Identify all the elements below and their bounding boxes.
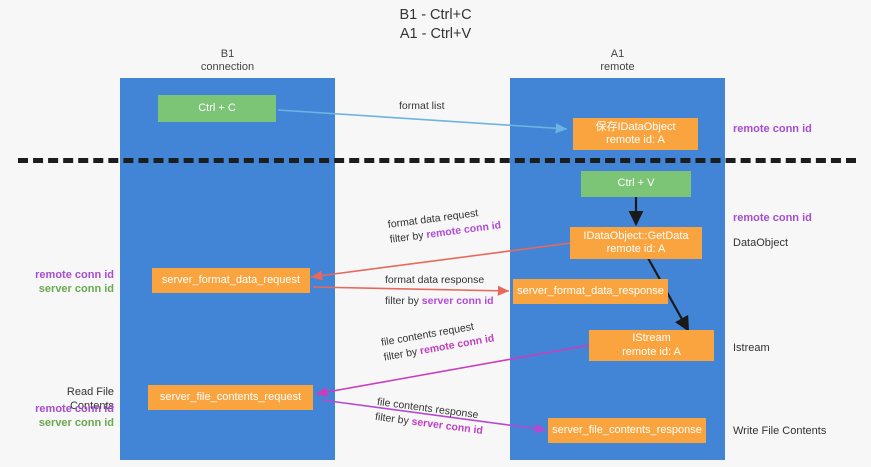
edge-label-format-data-request-prefix: filter by (389, 229, 428, 246)
annotation-right-top-conn: remote conn id (733, 123, 812, 135)
edge-label-format-data-response-line1: format data response (385, 274, 485, 286)
node-idataobject-line2: remote id: A (606, 134, 665, 146)
annotation-left-conn-ids-2: remote conn id server conn id (22, 402, 114, 430)
swimlane-header-a1: A1 remote (540, 48, 695, 74)
edge-label-file-contents-response-prefix: filter by (374, 410, 413, 428)
node-server-file-contents-request-label: server_file_contents_request (159, 390, 302, 403)
edge-label-format-data-response-prefix: filter by (385, 295, 422, 307)
node-istream[interactable]: IStream remote id: A (589, 330, 714, 361)
page-title: B1 - Ctrl+C A1 - Ctrl+V (0, 6, 871, 44)
swimlane-b1-sub: connection (200, 61, 255, 73)
edge-label-format-data-response-key: server conn id (421, 295, 494, 307)
edge-label-format-list-text: format list (399, 100, 445, 112)
node-server-file-contents-response[interactable]: server_file_contents_response (548, 418, 706, 443)
node-ctrl-v[interactable]: Ctrl + V (581, 171, 691, 197)
title-line-2: A1 - Ctrl+V (399, 26, 472, 42)
swimlane-a1-sub: remote (600, 61, 635, 73)
node-server-file-contents-request[interactable]: server_file_contents_request (148, 385, 313, 410)
annotation-write-file-contents: Write File Contents (733, 425, 827, 437)
node-ctrl-v-label: Ctrl + V (617, 177, 655, 190)
node-istream-line2: remote id: A (622, 345, 681, 358)
node-idataobject[interactable]: 保存IDataObject remote id: A (573, 118, 698, 150)
node-server-format-data-response[interactable]: server_format_data_response (513, 279, 668, 304)
annotation-istream: Istream (733, 342, 770, 354)
annotation-left-remote-conn-id: remote conn id (35, 269, 114, 281)
annotation-left-remote-conn-id-2: remote conn id (35, 403, 114, 415)
swimlane-header-b1: B1 connection (150, 48, 305, 74)
annotation-read-file-contents: Read File Contents (66, 386, 114, 412)
annotation-getdata-conn: remote conn id (733, 212, 812, 224)
node-ctrl-c-label: Ctrl + C (198, 101, 236, 114)
node-server-format-data-request-label: server_format_data_request (161, 273, 301, 286)
annotation-left-conn-ids: remote conn id server conn id (22, 268, 114, 296)
edge-label-format-data-request: format data request filter by remote con… (387, 203, 502, 247)
edge-label-format-data-response: format data response filter by server co… (385, 273, 494, 309)
swimlane-a1-name: A1 (610, 48, 625, 60)
edge-label-file-contents-request: file contents request filter by remote c… (380, 317, 496, 366)
phase-divider (18, 158, 856, 163)
edge-label-file-contents-response: file contents response filter by server … (374, 395, 486, 439)
node-getdata-line2: remote id: A (606, 243, 666, 255)
node-server-format-data-response-label: server_format_data_response (517, 284, 664, 297)
node-server-file-contents-response-label: server_file_contents_response (552, 423, 702, 436)
title-line-1: B1 - Ctrl+C (399, 7, 472, 23)
swimlane-b1-name: B1 (220, 48, 235, 60)
node-server-format-data-request[interactable]: server_format_data_request (152, 268, 310, 293)
node-getdata[interactable]: IDataObject::GetData remote id: A (570, 227, 702, 259)
edge-label-format-list: format list (399, 99, 445, 114)
node-idataobject-line1: 保存IDataObject (595, 120, 676, 133)
edge-label-format-data-response-line2: filter by server conn id (385, 294, 494, 309)
node-istream-line1: IStream (632, 332, 671, 344)
annotation-left-server-conn-id: server conn id (38, 283, 114, 295)
annotation-left-server-conn-id-2: server conn id (38, 417, 114, 429)
node-getdata-line1: IDataObject::GetData (583, 229, 689, 242)
node-ctrl-c[interactable]: Ctrl + C (158, 95, 276, 122)
annotation-dataobject: DataObject (733, 237, 789, 249)
